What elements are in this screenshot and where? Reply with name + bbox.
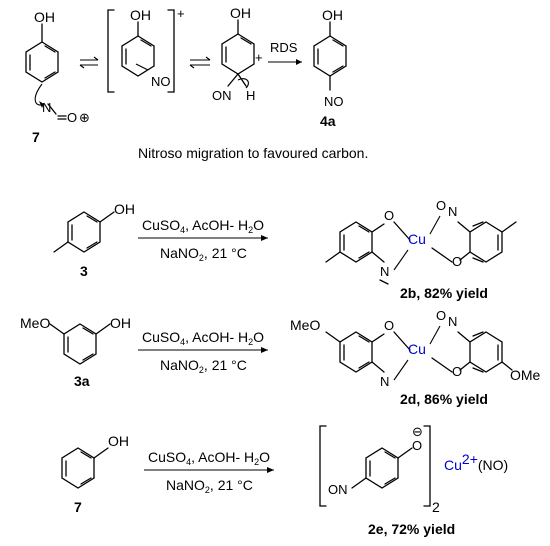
r2-cu: Cu xyxy=(408,341,426,357)
product-label-4a: 4a xyxy=(320,113,336,129)
r3-minus-charge: ⊖ xyxy=(412,424,423,439)
product-oh-label: OH xyxy=(322,7,343,23)
sigma-h-label: H xyxy=(246,88,255,103)
r1-n1: N xyxy=(380,264,389,279)
r2-o-top: O xyxy=(436,308,446,323)
r2-product-label: 2d, 86% yield xyxy=(400,391,488,407)
r1-n2: N xyxy=(448,204,457,219)
sigma-plus: + xyxy=(255,50,263,65)
product-4a-structure: OH NO 4a xyxy=(313,7,347,129)
r2-o2: O xyxy=(452,364,462,379)
r2-substrate-label: 3a xyxy=(74,373,90,389)
r1-o2: O xyxy=(452,254,462,269)
r3-product-label: 2e, 72% yield xyxy=(368,521,455,537)
product-no-label: NO xyxy=(324,94,344,109)
r1-cu: Cu xyxy=(408,231,426,247)
r2-substituent: MeO xyxy=(20,315,50,331)
n-label: N xyxy=(42,100,51,115)
sigma-oh-label: OH xyxy=(230,5,251,21)
compound-label-7: 7 xyxy=(32,129,40,145)
r2-n1: N xyxy=(380,374,389,389)
equilibrium-arrow-1 xyxy=(79,56,99,69)
r3-reagent-bottom: NaNO2, 21 °C xyxy=(166,477,253,495)
rds-label: RDS xyxy=(270,40,298,55)
plus-circled: ⊕ xyxy=(79,110,90,125)
rds-arrow: RDS xyxy=(268,40,302,65)
r3-reagent-top: CuSO4, AcOH- H2O xyxy=(148,449,270,467)
phenol-7-structure: OH N O ⊕ 7 xyxy=(25,9,90,145)
mechanism-caption: Nitroso migration to favoured carbon. xyxy=(138,145,368,161)
sigma-complex: OH + ON H xyxy=(212,5,263,103)
o-label: O xyxy=(67,110,77,125)
r3-on-label: ON xyxy=(328,482,348,497)
bracketed-cation: + OH NO xyxy=(107,6,185,93)
r1-oh-label: OH xyxy=(114,201,135,217)
r2-oh-label: OH xyxy=(110,315,131,331)
r2-o1: O xyxy=(384,318,394,333)
oh-label: OH xyxy=(34,9,55,25)
reaction-row-2: OH MeO 3a CuSO4, AcOH- H2O NaNO2, 21 °C … xyxy=(20,308,541,407)
r1-reagent-bottom: NaNO2, 21 °C xyxy=(160,245,247,263)
r3-o-minus: O xyxy=(412,438,422,453)
sigma-on-label: ON xyxy=(212,88,232,103)
r3-cu-ion: Cu2+(NO) xyxy=(444,451,508,473)
r2-ome-left: MeO xyxy=(290,317,320,333)
r1-o1: O xyxy=(384,208,394,223)
r1-reagent-top: CuSO4, AcOH- H2O xyxy=(142,217,264,235)
cation-oh-label: OH xyxy=(130,7,151,23)
r3-subscript-two: 2 xyxy=(432,499,440,515)
r1-product-label: 2b, 82% yield xyxy=(400,285,488,301)
cation-plus: + xyxy=(177,6,185,21)
r1-o-top: O xyxy=(436,198,446,213)
r2-ome-right: OMe xyxy=(510,367,541,383)
r2-reagent-top: CuSO4, AcOH- H2O xyxy=(142,329,264,347)
cation-no-label: NO xyxy=(151,74,171,89)
r2-n2: N xyxy=(448,314,457,329)
r3-oh-label: OH xyxy=(108,433,129,449)
reaction-row-1: OH 3 CuSO4, AcOH- H2O NaNO2, 21 °C O N C… xyxy=(53,198,517,301)
equilibrium-arrow-2 xyxy=(189,56,211,69)
r1-substrate-label: 3 xyxy=(80,263,88,279)
r3-substrate-label: 7 xyxy=(74,499,82,515)
r2-reagent-bottom: NaNO2, 21 °C xyxy=(160,357,247,375)
reaction-row-3: OH 7 CuSO4, AcOH- H2O NaNO2, 21 °C O ⊖ O… xyxy=(61,424,508,537)
